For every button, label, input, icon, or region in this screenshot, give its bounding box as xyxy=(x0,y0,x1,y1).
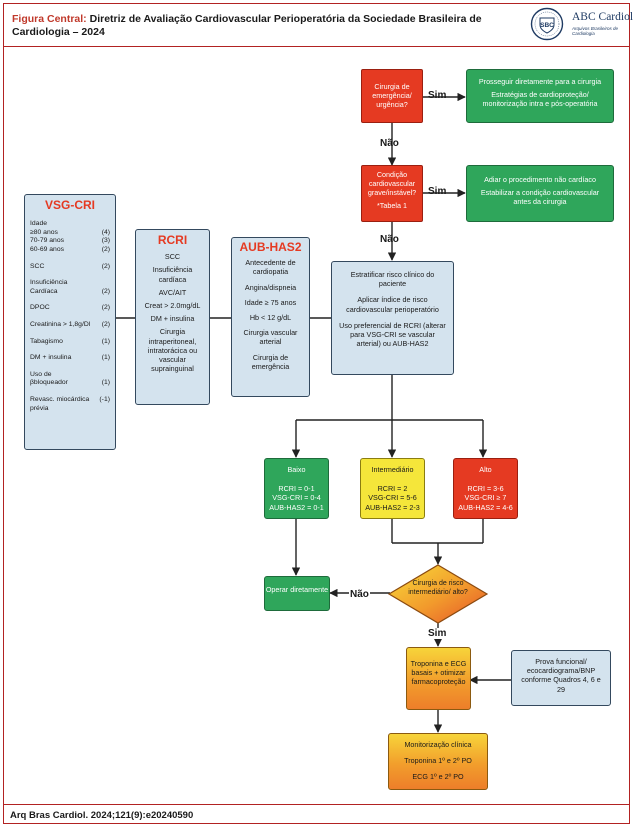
risk-high-title: Alto xyxy=(479,465,492,474)
vsg-row: DPOC(2) xyxy=(30,304,110,312)
journal-name: ABC Cardiol xyxy=(572,11,634,23)
monitor-box: Monitorização clínica Troponina 1º e 2º … xyxy=(388,733,488,790)
vsg-row: Revasc. miocárdica prévia(-1) xyxy=(30,395,110,412)
aub-item: Antecedente de cardiopatia xyxy=(245,258,296,277)
rcri-item: Insuficiência cardíaca xyxy=(152,265,193,284)
risk-mid-line: VSG-CRI = 5-6 xyxy=(368,493,417,503)
rcri-title: RCRI xyxy=(157,233,188,247)
figure-frame xyxy=(3,3,630,824)
condition-note: *Tabela 1 xyxy=(377,200,407,210)
yes-label-urgency: Sim xyxy=(428,90,447,101)
no-label-condition: Não xyxy=(380,234,399,245)
aub-item: Hb < 12 g/dL xyxy=(249,313,292,323)
risk-low-line: RCRI = 0-1 xyxy=(278,484,315,494)
rcri-item: AVC/AIT xyxy=(158,287,187,297)
stratify-line-2: Aplicar índice de risco cardiovascular p… xyxy=(346,295,439,314)
urgency-question: Cirurgia de emergência/ urgência? xyxy=(372,82,412,110)
risk-question-diamond xyxy=(387,564,489,624)
risk-low-title: Baixo xyxy=(287,465,306,474)
vsg-row: Insuficiência Cardíaca(2) xyxy=(30,279,110,295)
risk-mid-box: Intermediário RCRI = 2 VSG-CRI = 5-6 AUB… xyxy=(360,458,425,519)
urgency-question-box: Cirurgia de emergência/ urgência? xyxy=(361,69,423,123)
vsg-row: Idade xyxy=(30,220,48,228)
sbc-logo-icon: SBC xyxy=(530,7,564,41)
journal-subtitle: Arquivos Brasileiros de Cardiologia xyxy=(572,26,619,36)
condition-question: Condição cardiovascular grave/instável? xyxy=(367,170,417,198)
no-label-risk: Não xyxy=(349,589,370,600)
aub-item: Cirurgia vascular arterial xyxy=(243,328,298,347)
vsg-row: Creatinina > 1,8g/Dl(2) xyxy=(30,320,110,328)
risk-question: Cirurgia de risco intermediário/ alto? xyxy=(408,580,468,596)
rcri-item: Cirurgia intraperitoneal, intratorácica … xyxy=(147,327,198,374)
functional-test-text: Prova funcional/ ecocardiograma/BNP conf… xyxy=(521,657,601,694)
troponin-text: Troponina e ECG basais + otimizar farmac… xyxy=(410,659,467,687)
header: Figura Central: Diretriz de Avaliação Ca… xyxy=(4,4,630,47)
operate-box: Operar diretamente xyxy=(264,576,330,611)
stratify-line-3: Uso preferencial de RCRI (alterar para V… xyxy=(339,320,446,349)
vsg-cri-title: VSG-CRI xyxy=(44,198,95,212)
operate-text: Operar diretamente xyxy=(265,585,329,594)
troponin-box: Troponina e ECG basais + otimizar farmac… xyxy=(406,647,471,710)
page-title: Figura Central: Diretriz de Avaliação Ca… xyxy=(12,13,482,38)
vsg-row: 70-79 anos(3) xyxy=(30,237,110,245)
risk-mid-title: Intermediário xyxy=(371,465,414,474)
condition-yes-line-1: Adiar o procedimento não cardíaco xyxy=(484,175,596,184)
monitor-title: Monitorização clínica xyxy=(404,740,472,749)
risk-low-line: VSG-CRI = 0-4 xyxy=(272,493,321,503)
stratify-line-1: Estratificar risco clínico do paciente xyxy=(350,270,435,289)
risk-low-line: AUB-HAS2 = 0-1 xyxy=(269,502,324,512)
functional-test-box: Prova funcional/ ecocardiograma/BNP conf… xyxy=(511,650,611,706)
monitor-line-1: Troponina 1º e 2º PO xyxy=(404,756,472,766)
vsg-cri-list: Idade ≥80 anos(4) 70-79 anos(3) 60-69 an… xyxy=(30,220,110,413)
vsg-row: 60-69 anos(2) xyxy=(30,245,110,253)
vsg-row: DM + insulina(1) xyxy=(30,354,110,362)
rcri-box: RCRI SCC Insuficiência cardíaca AVC/AIT … xyxy=(135,229,210,405)
condition-question-box: Condição cardiovascular grave/instável? … xyxy=(361,165,423,222)
aub-has2-box: AUB-HAS2 Antecedente de cardiopatia Angi… xyxy=(231,237,310,397)
vsg-row: Tabagismo(1) xyxy=(30,337,110,345)
vsg-row: Uso de βbloqueador(1) xyxy=(30,370,110,387)
urgency-yes-line-2: Estratégias de cardioproteção/ monitoriz… xyxy=(482,90,598,109)
risk-high-box: Alto RCRI = 3-6 VSG-CRI ≥ 7 AUB-HAS2 = 4… xyxy=(453,458,518,519)
no-label-urgency: Não xyxy=(380,138,399,149)
yes-label-risk: Sim xyxy=(427,628,448,639)
monitor-line-2: ECG 1º e 2º PO xyxy=(412,772,464,782)
yes-label-condition: Sim xyxy=(428,186,447,197)
risk-high-line: AUB-HAS2 = 4-6 xyxy=(458,502,513,512)
vsg-cri-box: VSG-CRI Idade ≥80 anos(4) 70-79 anos(3) … xyxy=(24,194,116,450)
footer-divider xyxy=(4,804,630,805)
rcri-item: SCC xyxy=(164,252,181,262)
citation: Arq Bras Cardiol. 2024;121(9):e20240590 xyxy=(10,810,194,821)
vsg-row: SCC(2) xyxy=(30,262,110,270)
rcri-item: DM + insulina xyxy=(150,314,195,324)
stratify-box: Estratificar risco clínico do paciente A… xyxy=(331,261,454,375)
rcri-item: Creat > 2.0mg/dL xyxy=(144,301,201,311)
aub-has2-title: AUB-HAS2 xyxy=(239,240,302,254)
vsg-row: ≥80 anos(4) xyxy=(30,228,110,236)
condition-yes-box: Adiar o procedimento não cardíaco Estabi… xyxy=(466,165,614,222)
risk-mid-line: RCRI = 2 xyxy=(377,484,408,494)
urgency-yes-line-1: Prosseguir diretamente para a cirurgia xyxy=(478,77,602,86)
risk-low-box: Baixo RCRI = 0-1 VSG-CRI = 0-4 AUB-HAS2 … xyxy=(264,458,329,519)
svg-text:SBC: SBC xyxy=(540,22,554,29)
risk-high-line: RCRI = 3-6 xyxy=(467,484,504,494)
condition-yes-line-2: Estabilizar a condição cardiovascular an… xyxy=(480,188,600,207)
aub-item: Idade ≥ 75 anos xyxy=(244,297,297,307)
aub-item: Cirurgia de emergência xyxy=(251,352,290,371)
risk-mid-line: AUB-HAS2 = 2-3 xyxy=(365,502,420,512)
risk-high-line: VSG-CRI ≥ 7 xyxy=(464,493,507,503)
aub-item: Angina/dispneia xyxy=(244,282,297,292)
urgency-yes-box: Prosseguir diretamente para a cirurgia E… xyxy=(466,69,614,123)
